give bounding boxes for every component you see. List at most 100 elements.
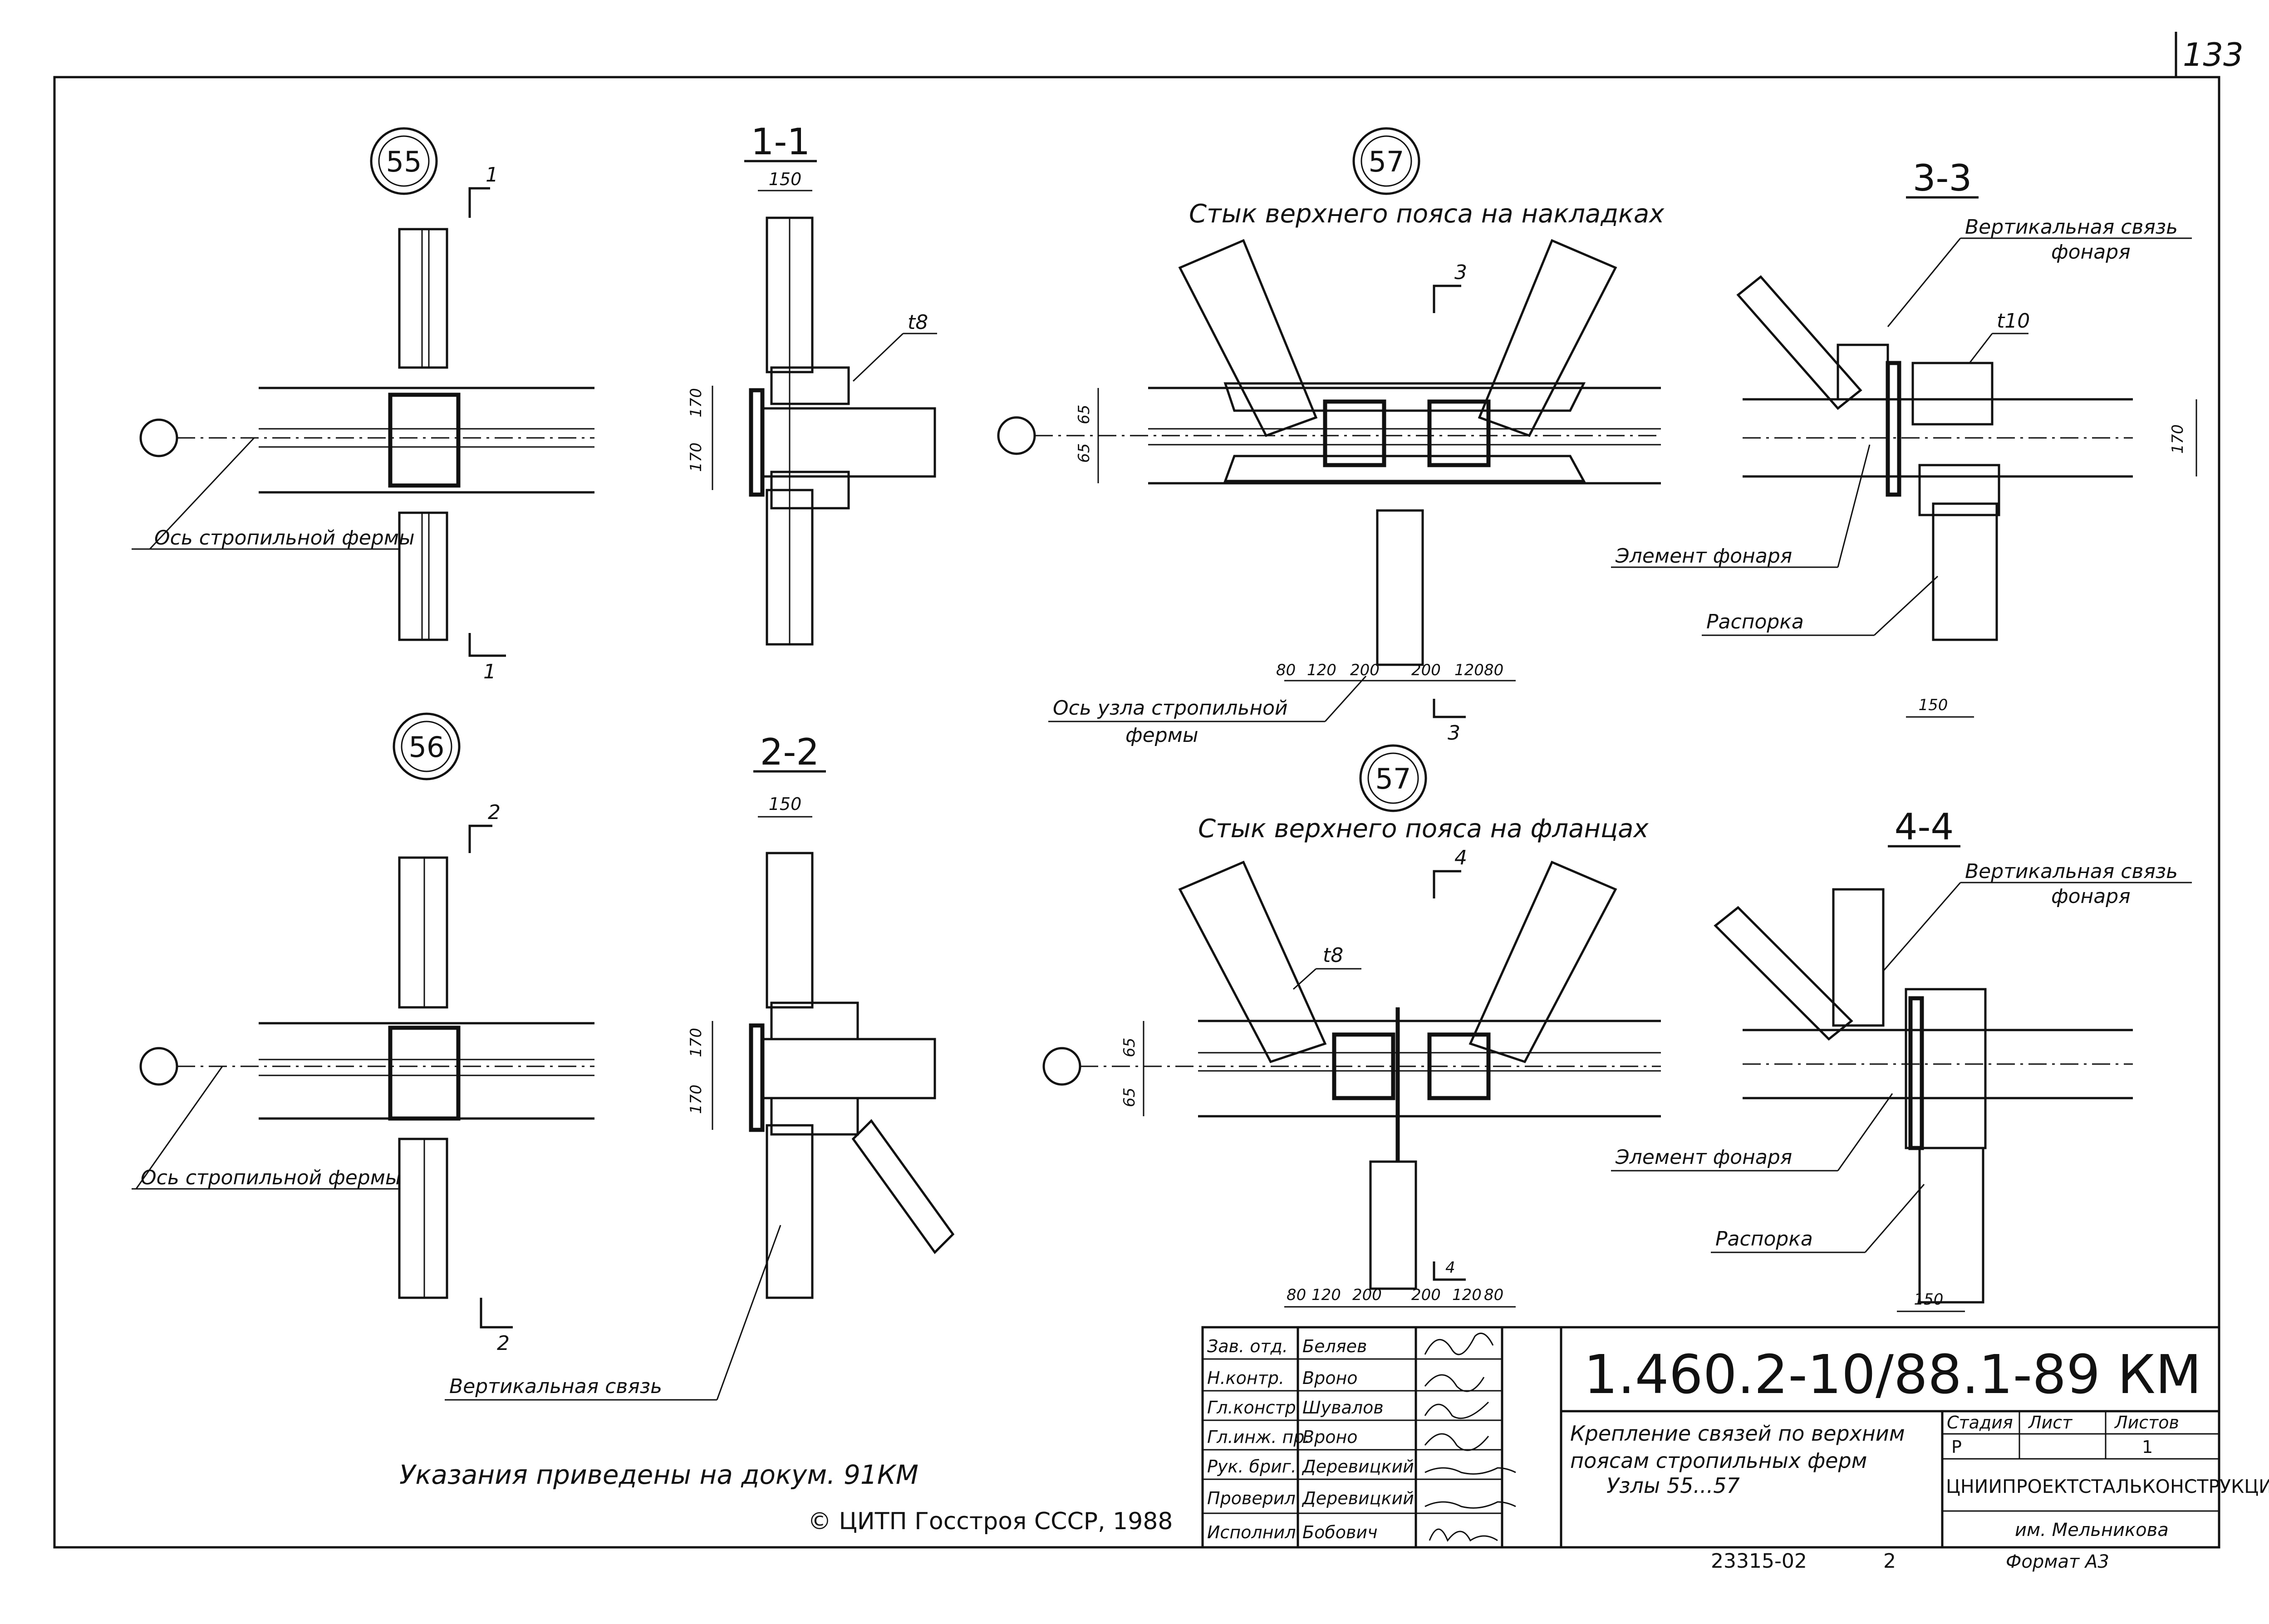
tb-name-4: Вроно bbox=[1302, 1427, 1358, 1447]
organization-name: ЦНИИПРОЕКТСТАЛЬКОНСТРУКЦИЯ bbox=[1946, 1476, 2269, 1497]
section-4-4-strut-leader bbox=[1864, 1184, 1925, 1253]
node-57b-dim-v1: 65 bbox=[1120, 1038, 1139, 1057]
section-4-4-width-dim: 150 bbox=[1914, 1290, 1944, 1309]
section-2-2-post-bottom bbox=[766, 1124, 814, 1299]
node-57b-plate-leader bbox=[1292, 968, 1317, 990]
title-block: Зав. отд. Беляев Н.контр. Вроно Гл.конст… bbox=[1201, 1326, 2269, 1549]
section-3-3-strut-leader bbox=[1873, 575, 1939, 636]
document-code: 1.460.2-10/88.1-89 КМ bbox=[1584, 1343, 2201, 1406]
node-57a-axis-leader bbox=[1324, 675, 1367, 722]
section-3-3-brace-label-2: фонаря bbox=[2051, 240, 2131, 264]
section-mark-2-bottom bbox=[480, 1298, 513, 1329]
node-56-marker bbox=[393, 712, 461, 780]
node-57a-marker-inner bbox=[1360, 135, 1412, 187]
node-57a-splice-plate-left bbox=[1323, 399, 1386, 467]
title-block-frame bbox=[1201, 1326, 2220, 1549]
node-56-vertical-member-top bbox=[398, 856, 448, 1009]
section-3-3-brace-leader bbox=[1887, 238, 1961, 327]
tb-role-6: Проверил bbox=[1207, 1488, 1296, 1508]
signature-7 bbox=[1429, 1528, 1498, 1542]
copy-number: 2 bbox=[1883, 1550, 1896, 1573]
node-55-vertical-member-bottom bbox=[398, 511, 448, 641]
node-57a-label: 57 bbox=[1369, 145, 1405, 178]
section-1-1-dim-2: 170 bbox=[687, 442, 705, 472]
section-3-3-gusset-bottom bbox=[1918, 464, 2000, 516]
section-4-4-brace bbox=[1714, 906, 1853, 1041]
section-mark-4-bottom bbox=[1433, 1261, 1466, 1281]
section-4-4-strut bbox=[1918, 1147, 1984, 1304]
section-4-4-strut-label: Распорка bbox=[1715, 1227, 1813, 1251]
node-57a-dim-b3: 200 bbox=[1350, 661, 1380, 679]
node-57b-dim-b2: 120 bbox=[1311, 1286, 1341, 1304]
node-56-axis-label: Ось стропильной фермы bbox=[141, 1166, 401, 1189]
section-mark-2-top-label: 2 bbox=[488, 801, 501, 824]
node-56-vertical-member-bottom bbox=[398, 1138, 448, 1299]
sheets-header: Листов bbox=[2114, 1413, 2179, 1433]
section-2-2-angle-top bbox=[770, 1001, 859, 1040]
section-mark-4-top bbox=[1433, 870, 1461, 898]
node-55-label: 55 bbox=[386, 145, 422, 178]
tb-role-4: Гл.инж. пр. bbox=[1207, 1427, 1310, 1447]
tb-name-1: Беляев bbox=[1302, 1336, 1367, 1356]
section-2-2: 2-2 150 170 170 Вертикальная связь bbox=[445, 731, 955, 1401]
node-57b-diagonal-left bbox=[1178, 860, 1327, 1064]
node-57a-dim-b1: 80 bbox=[1276, 661, 1296, 679]
section-mark-1-top-label: 1 bbox=[486, 163, 498, 186]
section-4-4: 4-4 Вертикальная связь фонаря Элемент фо… bbox=[1611, 806, 2192, 1312]
node-56-axis-bubble bbox=[139, 1047, 178, 1086]
signature-5 bbox=[1424, 1467, 1516, 1475]
node-57a-dim-b2: 120 bbox=[1307, 661, 1336, 679]
title-line-3: Узлы 55...57 bbox=[1606, 1473, 1740, 1498]
node-57a-post bbox=[1376, 509, 1424, 666]
node-57b-marker-inner bbox=[1367, 752, 1419, 804]
section-1-1-plate-label: t8 bbox=[908, 311, 928, 334]
node-55-vertical-member-top bbox=[398, 228, 448, 369]
section-1-1-angle-top bbox=[770, 366, 850, 405]
node-56-axis-leader bbox=[135, 1066, 223, 1189]
node-57b-axis-bubble bbox=[1042, 1047, 1081, 1086]
section-4-4-post-top bbox=[1832, 888, 1885, 1027]
section-mark-1-bottom bbox=[468, 633, 506, 657]
node-57a-diagonal-right bbox=[1478, 239, 1617, 437]
node-57b-dim-v2: 65 bbox=[1120, 1088, 1139, 1107]
section-mark-2-top bbox=[468, 824, 492, 853]
node-56: 56 2 Ось стропильной фермы 2 bbox=[132, 712, 594, 1355]
section-mark-3-top bbox=[1433, 285, 1461, 313]
section-4-4-plate bbox=[1908, 996, 1924, 1150]
section-4-4-brace-label-1: Вертикальная связь bbox=[1965, 860, 2178, 883]
section-3-3-element-label: Элемент фонаря bbox=[1615, 545, 1792, 568]
node-57a-axis-bubble bbox=[997, 416, 1036, 455]
node-55-axis-leader bbox=[149, 437, 255, 550]
node-57a-dim-b4: 200 bbox=[1411, 661, 1441, 679]
node-57a-axis-label-2: фермы bbox=[1125, 724, 1198, 747]
section-3-3-element-leader bbox=[1837, 444, 1871, 568]
node-57b-diagonal-right bbox=[1468, 860, 1617, 1064]
node-56-label: 56 bbox=[409, 731, 445, 764]
node-55-marker-inner bbox=[378, 135, 430, 187]
signature-2 bbox=[1424, 1374, 1485, 1392]
signature-3 bbox=[1424, 1401, 1489, 1419]
title-line-1: Крепление связей по верхним bbox=[1570, 1421, 1905, 1446]
title-line-2: поясам стропильных ферм bbox=[1570, 1448, 1867, 1473]
section-1-1: 1-1 150 t8 170 170 bbox=[687, 121, 937, 646]
section-mark-1-bottom-label: 1 bbox=[483, 660, 496, 683]
node-55-marker bbox=[370, 127, 438, 195]
section-2-2-brace-leader bbox=[716, 1225, 781, 1400]
tb-name-6: Деревицкий bbox=[1301, 1488, 1414, 1508]
node-57b-dim-b4: 200 bbox=[1411, 1286, 1441, 1304]
section-mark-1-top bbox=[468, 187, 490, 218]
node-57-cover-plates: 57 Стык верхнего пояса на накладках 3 65… bbox=[997, 127, 1665, 747]
node-55: 55 1 Ось стропильной фермы 1 bbox=[132, 127, 594, 683]
node-56-marker-inner bbox=[401, 721, 452, 772]
section-3-3-brace bbox=[1736, 275, 1862, 410]
inventory-number: 23315-02 bbox=[1711, 1550, 1807, 1573]
node-57b-marker bbox=[1359, 744, 1427, 812]
section-4-4-brace-label-2: фонаря bbox=[2051, 885, 2131, 908]
section-2-2-title: 2-2 bbox=[760, 731, 820, 773]
stage-header: Стадия bbox=[1947, 1413, 2013, 1433]
section-mark-2-bottom-label: 2 bbox=[497, 1332, 510, 1355]
node-57a-dim-b6: 80 bbox=[1484, 661, 1503, 679]
sheet-header: Лист bbox=[2028, 1413, 2073, 1433]
section-1-1-angle-bottom bbox=[770, 471, 850, 510]
